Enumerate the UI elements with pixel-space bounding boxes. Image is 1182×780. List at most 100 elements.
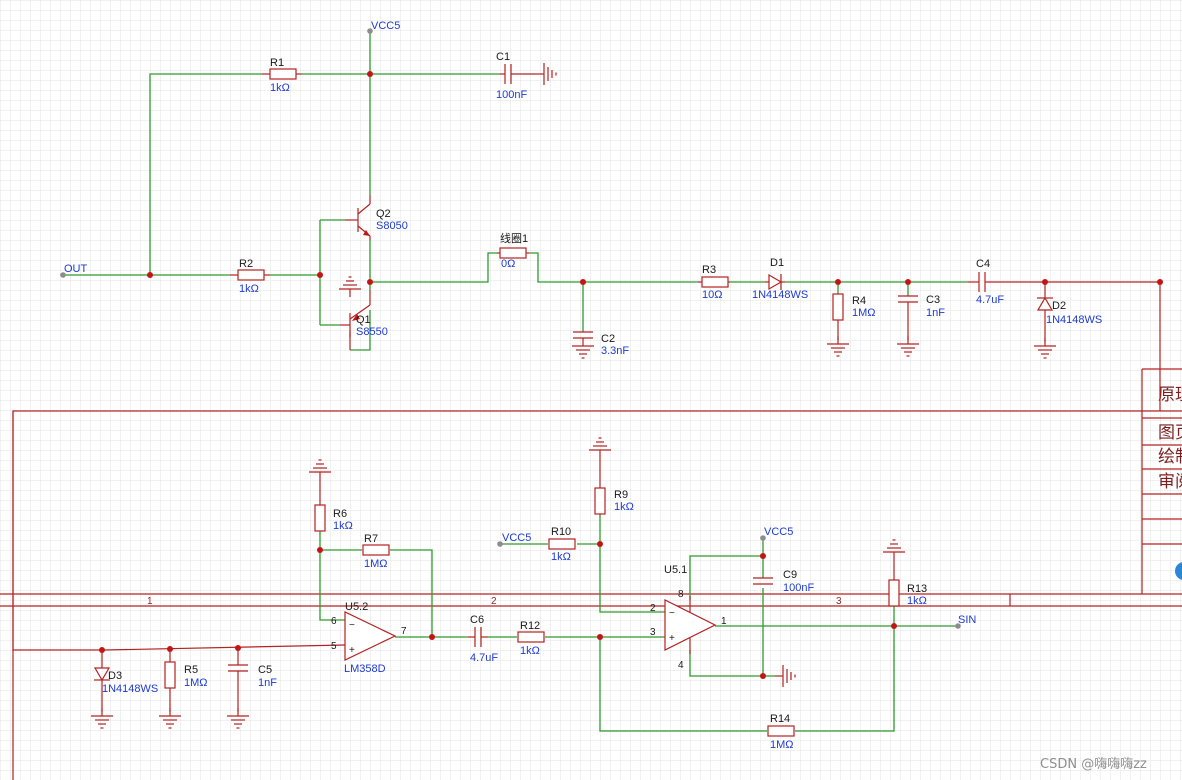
capacitor-c5-icon[interactable]	[226, 648, 250, 729]
u52-pin-plus: 5	[331, 641, 337, 652]
r5-value: 1MΩ	[184, 677, 208, 689]
title-block-row2: 图页	[1158, 423, 1182, 442]
r6-value: 1kΩ	[333, 520, 353, 532]
resistor-r3-icon[interactable]	[698, 276, 730, 288]
out-port-icon[interactable]	[60, 272, 66, 278]
transistor-q1-icon[interactable]	[338, 276, 371, 350]
resistor-r7-icon[interactable]	[362, 544, 390, 556]
u52-value: LM358D	[344, 663, 386, 675]
c9-value: 100nF	[783, 582, 814, 594]
d3-value: 1N4148WS	[102, 683, 158, 695]
vcc5-port-icon[interactable]	[367, 28, 373, 34]
c1-value: 100nF	[496, 89, 527, 101]
top-output-wires	[12, 281, 1161, 651]
c9-ref: C9	[783, 569, 797, 581]
net-label-vcc5-right: VCC5	[764, 526, 793, 538]
capacitor-c1-icon[interactable]	[500, 62, 557, 86]
r13-value: 1kΩ	[907, 595, 927, 607]
r14-value: 1MΩ	[770, 739, 794, 751]
resistor-r12-icon[interactable]	[517, 631, 545, 643]
resistor-r2-icon[interactable]	[230, 269, 270, 281]
c1-ref: C1	[496, 51, 510, 63]
top-junctions	[147, 71, 1163, 285]
resistor-r14-icon[interactable]	[767, 725, 795, 737]
resistor-r10-icon[interactable]	[548, 538, 576, 550]
bottom-red-wires	[104, 644, 346, 651]
svg-text:+: +	[669, 633, 675, 644]
u52-ref: U5.2	[345, 601, 368, 613]
r3-ref: R3	[702, 264, 716, 276]
u51-pin-vcc: 8	[678, 589, 684, 600]
r9-value: 1kΩ	[614, 501, 634, 513]
u52-pin-minus: 6	[331, 616, 337, 627]
d1-value: 1N4148WS	[752, 289, 808, 301]
resistor-r5-icon[interactable]	[158, 649, 182, 729]
r1-value: 1kΩ	[270, 82, 290, 94]
r12-value: 1kΩ	[520, 645, 540, 657]
diode-d1-icon[interactable]	[765, 273, 785, 291]
bottom-junctions	[99, 541, 897, 679]
d1-ref: D1	[770, 257, 784, 269]
r4-ref: R4	[852, 295, 866, 307]
q2-value: S8050	[376, 220, 408, 232]
ruler-zone-3: 3	[836, 596, 842, 607]
u51-pin-gnd: 4	[678, 660, 684, 671]
opamp-u51-icon[interactable]: − +	[664, 596, 717, 654]
coil-value: 0Ω	[501, 258, 515, 270]
title-block-row1: 原理	[1158, 385, 1182, 404]
capacitor-c6-icon[interactable]	[468, 627, 488, 647]
diode-d2-icon[interactable]	[1033, 282, 1057, 359]
r7-ref: R7	[364, 533, 378, 545]
r13-ref: R13	[907, 583, 927, 595]
transistor-q2-icon[interactable]	[345, 195, 371, 240]
capacitor-c3-icon[interactable]	[896, 295, 920, 357]
c6-value: 4.7uF	[470, 652, 498, 664]
bottom-wires	[319, 514, 958, 732]
resistor-r1-icon[interactable]	[262, 68, 302, 80]
u51-pin-out: 1	[721, 616, 727, 627]
u51-pin-minus: 2	[650, 603, 656, 614]
vcc5-port-right-icon[interactable]	[760, 535, 766, 541]
q1-value: S8550	[356, 326, 388, 338]
net-label-vcc5-top: VCC5	[371, 20, 400, 32]
r10-ref: R10	[551, 526, 571, 538]
svg-text:+: +	[349, 645, 355, 656]
r5-ref: R5	[184, 664, 198, 676]
vcc5-port-left-icon[interactable]	[497, 541, 503, 547]
c5-ref: C5	[258, 664, 272, 676]
resistor-r6-icon[interactable]	[308, 459, 332, 532]
r10-value: 1kΩ	[551, 551, 571, 563]
r1-ref: R1	[270, 57, 284, 69]
r3-value: 10Ω	[702, 289, 722, 301]
q2-ref: Q2	[376, 208, 391, 220]
capacitor-c2-icon[interactable]	[571, 331, 595, 359]
net-label-vcc5-left: VCC5	[502, 532, 531, 544]
c2-value: 3.3nF	[601, 345, 629, 357]
resistor-r9-icon[interactable]	[588, 437, 612, 515]
capacitor-c9-icon[interactable]	[753, 577, 796, 688]
sheet-info-icon[interactable]	[1175, 562, 1182, 580]
r4-value: 1MΩ	[852, 307, 876, 319]
r6-ref: R6	[333, 508, 347, 520]
d2-ref: D2	[1052, 300, 1066, 312]
sin-port-icon[interactable]	[955, 623, 961, 629]
capacitor-c4-icon[interactable]	[968, 272, 988, 292]
opamp-u52-icon[interactable]: − +	[344, 611, 397, 661]
resistor-r4-icon[interactable]	[826, 293, 850, 357]
watermark: CSDN @嗨嗨嗨zz	[1040, 757, 1147, 772]
diode-d3-icon[interactable]	[90, 650, 114, 729]
ruler-zone-1: 1	[147, 596, 153, 607]
ruler-zone-2: 2	[491, 596, 497, 607]
r14-ref: R14	[770, 713, 790, 725]
coil-icon[interactable]	[497, 247, 529, 259]
r2-ref: R2	[239, 258, 253, 270]
c5-value: 1nF	[258, 677, 277, 689]
c3-ref: C3	[926, 294, 940, 306]
r9-ref: R9	[614, 489, 628, 501]
resistor-r13-icon[interactable]	[882, 539, 906, 607]
u51-pin-plus: 3	[650, 627, 656, 638]
u51-ref: U5.1	[664, 564, 687, 576]
